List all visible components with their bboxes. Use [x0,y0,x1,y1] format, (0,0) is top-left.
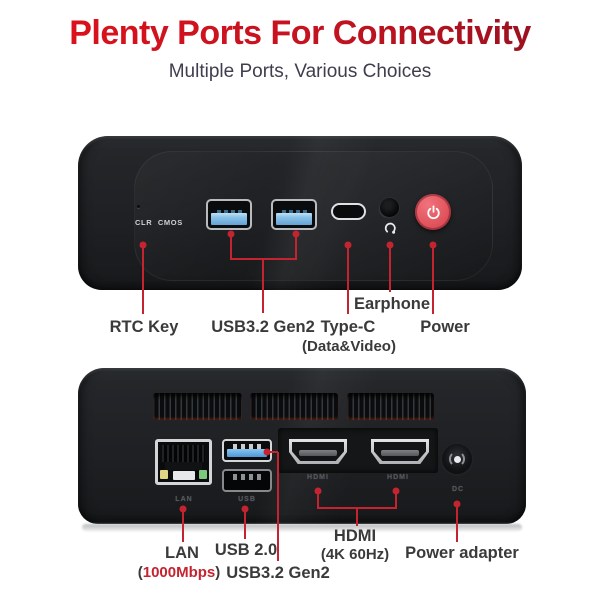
usb-a-port-1 [206,199,252,230]
hdmi-etched-text-2: HDMI [387,474,409,481]
lan-led-green [199,470,207,479]
hdmi-slot [299,450,337,456]
usb-blue-tongue [276,213,312,225]
usb-pins [214,210,244,214]
vent-grille-2 [250,393,338,420]
type-c-port [331,203,366,220]
lan-port [155,439,212,485]
label-type-c: Type-C [320,318,376,336]
usb-pins [279,210,309,214]
label-hdmi: HDMI [333,527,377,545]
label-power-adapter: Power adapter [405,544,519,562]
rj45-tab [172,471,195,480]
clr-cmos-text: CLR CMOS [135,218,183,227]
usb-blue-tongue [211,213,247,225]
lan-led-yellow [160,470,168,479]
vent-grille-3 [347,393,434,420]
lan-etched-text: LAN [175,496,193,503]
hdmi-slot [381,450,419,456]
label-power: Power [420,318,470,336]
floor-shadow [82,524,522,531]
label-lan: LAN [165,544,199,562]
dc-power-jack [442,444,472,474]
hdmi-etched-text-1: HDMI [307,474,329,481]
power-button [415,194,451,230]
hdmi-port-1 [289,439,347,464]
label-usb32-back: USB3.2 Gen2 [226,564,330,582]
lan-speed-value: 1000Mbps [142,564,216,581]
mini-pc-back-view: LAN USB HDMI HDMI DC [78,368,526,524]
hdmi-port-2 [371,439,429,464]
label-earphone: Earphone [353,295,431,313]
paren-open: ( [137,564,143,581]
vent-grille-1 [153,393,242,420]
label-type-c-note: (Data&Video) [302,338,396,355]
paren-close: ) [215,564,221,581]
usb-blue-tongue [227,449,267,457]
usb20-port-back [222,469,272,492]
page-title: Plenty Ports For Connectivity [0,14,600,53]
label-rtc-key: RTC Key [109,318,179,336]
dc-etched-text: DC [451,486,465,493]
dc-center-pin [453,455,461,463]
clr-cmos-pinhole [137,205,140,208]
earphone-jack [380,198,399,217]
usb-etched-text: USB [238,496,256,503]
usb-a-port-2 [271,199,317,230]
usb32-port-back [222,439,272,462]
page-subtitle: Multiple Ports, Various Choices [168,61,432,82]
rj45-pins [162,445,205,462]
usb-pins [229,474,265,480]
dc-ring [449,451,465,467]
rj45-body [165,462,202,470]
power-icon [426,204,440,219]
label-lan-speed: (1000Mbps) [138,564,221,581]
label-usb32-front: USB3.2 Gen2 [211,318,315,336]
usb-pins [229,444,265,449]
label-hdmi-note: (4K 60Hz) [320,546,390,563]
mini-pc-front-view: CLR CMOS [78,136,522,290]
label-usb20: USB 2.0 [214,541,278,559]
headset-icon [384,222,396,234]
